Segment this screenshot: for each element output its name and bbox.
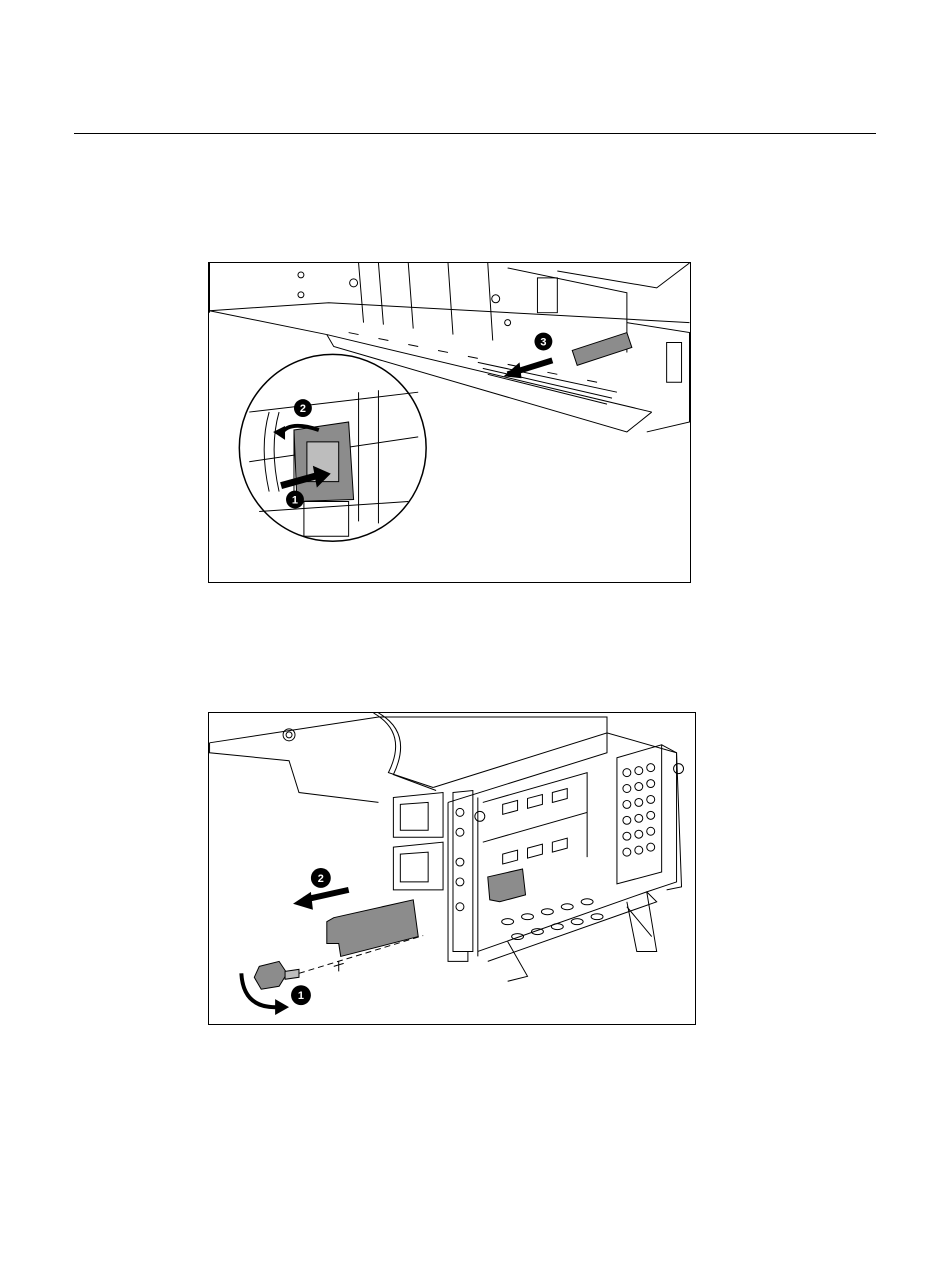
illustration-slot-cover-removal: 2 1 [209,713,695,1024]
header-rule [74,133,876,134]
illustration-server-riser-removal: 3 1 2 [209,263,690,582]
svg-text:2: 2 [318,873,324,885]
svg-text:2: 2 [300,403,306,415]
figure-remove-slot-cover: 2 1 [208,712,696,1025]
svg-text:3: 3 [540,336,546,348]
figure-remove-riser-cage: 3 1 2 [208,262,691,583]
svg-text:1: 1 [292,494,298,506]
cross-reference-link[interactable] [720,651,742,669]
svg-text:1: 1 [298,990,304,1002]
